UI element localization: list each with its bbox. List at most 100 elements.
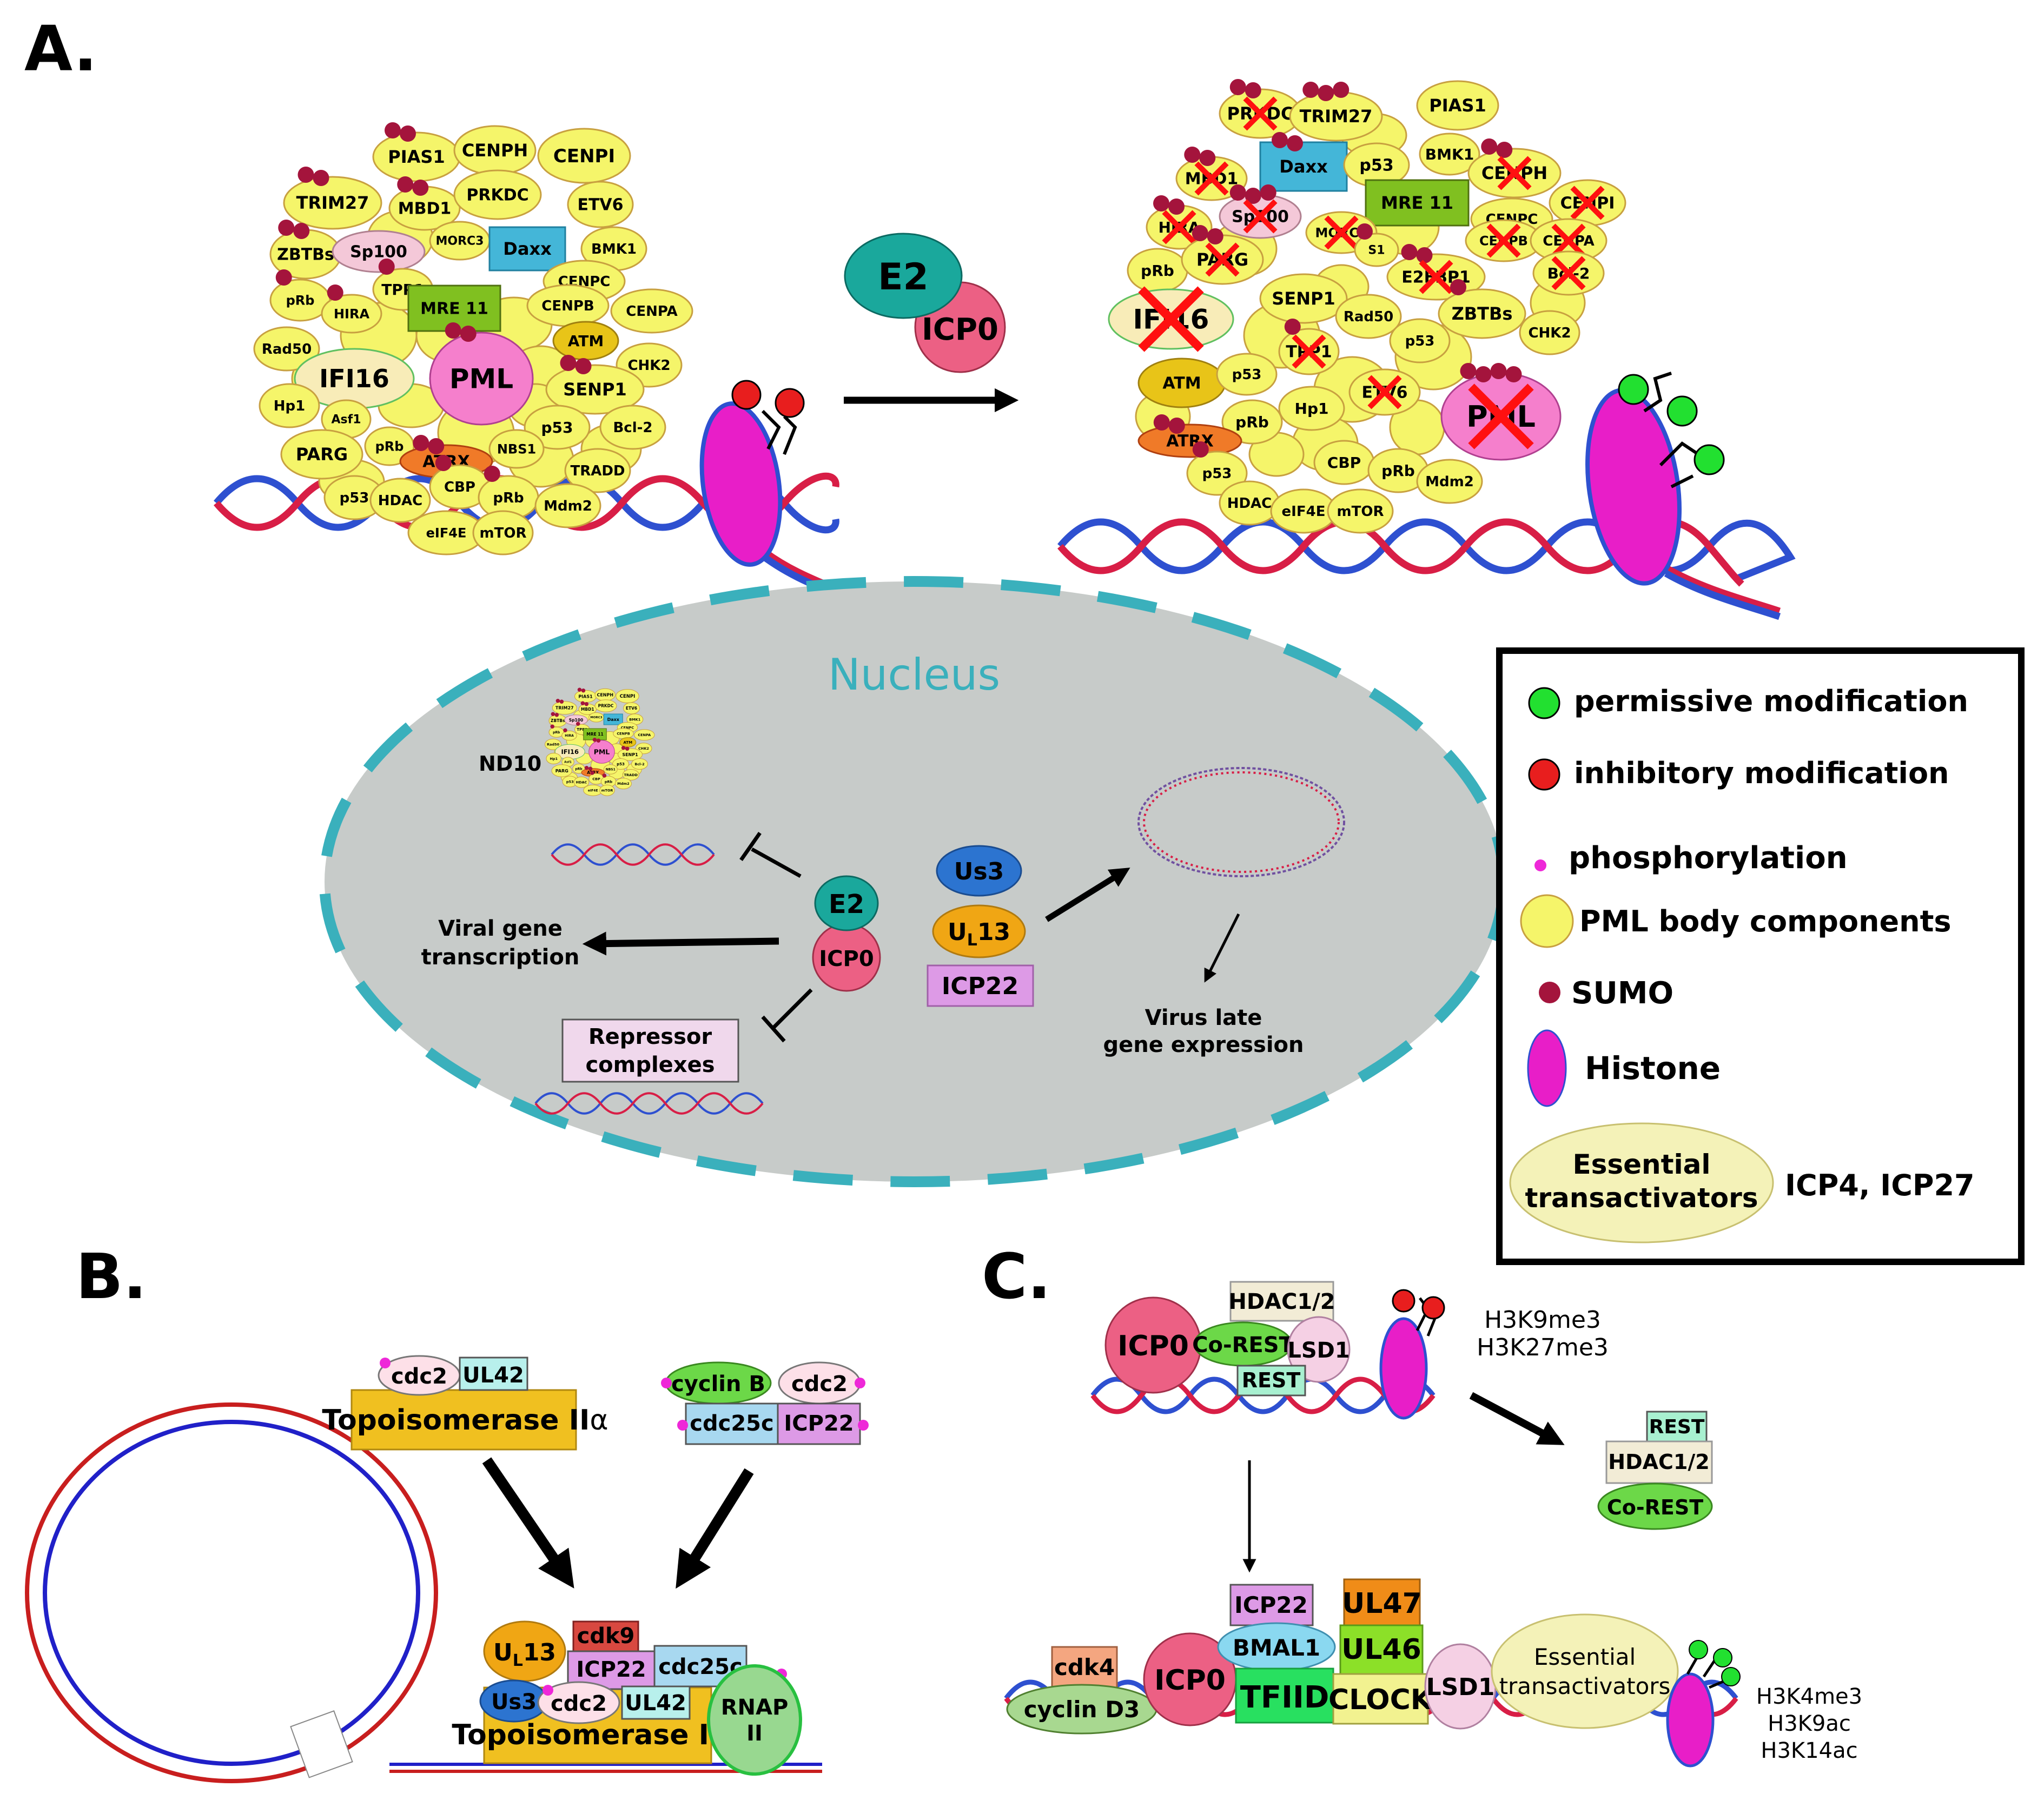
protein-mtor [599,784,615,796]
protein-senp1 [1259,273,1348,324]
protein-prkdc [453,169,542,220]
protein-label: pRb [575,767,583,771]
b-cdc25c: cdc25c [690,1411,773,1436]
protein-label: HDAC [1227,495,1272,512]
degradation-cross [1551,223,1586,258]
protein-daxx [488,226,566,272]
nucleus-icp22: ICP22 [942,972,1018,1000]
protein-label: Mdm2 [1425,474,1474,490]
sumo-mark [1207,228,1223,244]
legend-pml-icon [1520,894,1574,948]
protein-prkdc [594,699,617,712]
protein-label: ETV6 [626,706,637,711]
permissive-mark [1694,444,1725,475]
c-corest-released: Co-REST [1607,1495,1703,1519]
protein-label: NBS1 [497,441,536,456]
sumo-mark [445,322,461,339]
protein-label: PML [594,747,610,756]
protein-label: pRb [553,731,560,734]
c-rest-top: REST [1242,1368,1301,1392]
transition-complex: E2 ICP0 [844,233,1019,413]
protein-label: Asf1 [332,413,361,427]
protein-label: BMK1 [1425,145,1474,163]
protein-label: CENPC [621,725,634,730]
protein-mtor [472,510,534,555]
protein-label: CBP [592,777,600,781]
protein-label: CENPA [638,733,651,737]
protein-p53 [1216,353,1278,396]
protein-label: PRKDC [466,186,528,205]
sumo-mark [584,702,589,706]
protein-label: pRb [605,779,613,784]
sumo-mark [577,687,582,692]
degradation-cross [1468,383,1534,449]
protein-label: TRIM27 [555,706,574,711]
protein-atrx [1137,423,1242,458]
protein-label: eIF4E [1282,504,1326,520]
panel-label-b: B. [76,1241,147,1313]
nucleus-title: Nucleus [828,650,1000,700]
protein-bcl-2 [631,758,648,770]
b-arrow-1 [482,1457,574,1589]
protein-label: Hp1 [550,757,558,761]
b-icp22-assembled: ICP22 [576,1657,646,1682]
inhibit-repressor [761,988,813,1043]
protein-zbtbs [1438,288,1526,339]
protein-label: PIAS1 [388,147,445,167]
protein-label: Daxx [1279,156,1328,177]
viral-genome-circle [1137,767,1345,877]
degradation-cross [1551,256,1586,290]
sumo-mark [1450,279,1466,295]
protein-sp100 [564,714,588,726]
protein-label: HIRA [334,306,369,321]
protein-label: CHK2 [638,746,649,751]
c-arrow-release [1469,1392,1565,1445]
c-corest-top: Co-REST [1192,1333,1294,1358]
protein-label: Mdm2 [617,782,629,786]
protein-label: SENP1 [622,752,638,757]
histone-left [699,380,805,567]
protein-label: PML [449,363,513,395]
protein-cenpi [616,689,639,703]
protein-label: pRb [375,439,404,454]
protein-label: MBD1 [581,707,594,712]
sumo-mark [313,170,329,186]
c-tfiid: TFIID [1240,1680,1329,1715]
sumo-mark [1272,132,1288,148]
permissive-mark [1618,374,1649,405]
b-ul42-1: UL42 [462,1363,524,1388]
sumo-mark [1481,138,1498,155]
sumo-mark [1357,223,1373,240]
protein-label: ETV6 [577,196,623,215]
protein-label: Hp1 [1295,400,1329,418]
legend-pml: PML body components [1579,904,1952,938]
sumo-mark [278,220,295,236]
arrow-late-expression [1204,913,1240,983]
legend: permissive modification inhibitory modif… [1496,647,2025,1265]
protein-parg [280,429,363,480]
protein-etv6 [623,702,640,714]
c-rest-released: REST [1649,1416,1705,1438]
nucleus-ul13: UL13 [948,918,1010,950]
c-icp0-top: ICP0 [1117,1330,1189,1362]
protein-label: CENPH [462,140,528,161]
arrow-viral-transcription [582,931,779,956]
protein-label: CENPB [617,732,630,736]
protein-label: CENPB [541,298,594,314]
c-hdac-released: HDAC1/2 [1608,1450,1709,1474]
protein-label: pRb [493,490,524,506]
protein-label: ZBTBs [1452,303,1513,324]
protein-label: SENP1 [1272,288,1335,309]
protein-label: p53 [340,490,369,506]
panel-b: Topoisomerase IIα cdc2 UL42 cyclin B cdc… [25,1355,869,1783]
degradation-cross [1194,161,1229,196]
protein-label: ATM [623,740,632,745]
sumo-mark [551,712,555,716]
protein-label: NBS1 [606,768,616,772]
sumo-mark [592,738,597,742]
sumo-mark [1184,147,1201,163]
protein-senp1 [618,748,643,761]
sumo-mark [1153,195,1169,211]
